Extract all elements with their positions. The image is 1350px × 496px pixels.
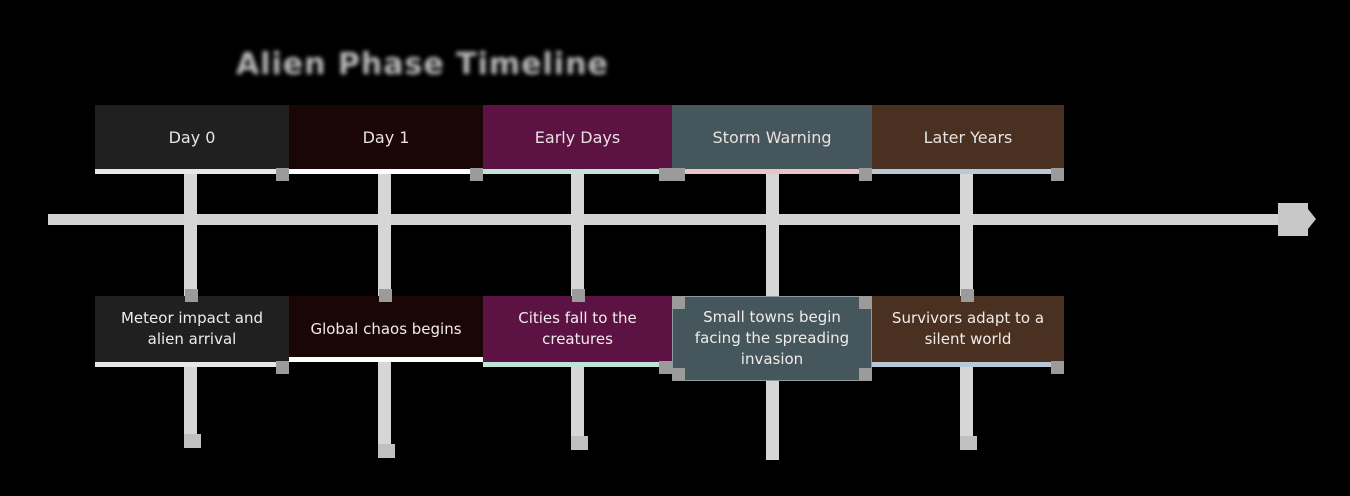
period-underline [289, 169, 483, 174]
connector-endpoint [571, 436, 588, 450]
event-label: Cities fall to the creatures [518, 309, 637, 348]
event-underline [95, 362, 289, 367]
timeline-arrow-icon [1278, 203, 1316, 236]
event-underline [872, 362, 1064, 367]
period-corner-marker [276, 168, 289, 181]
timeline-axis [48, 214, 1296, 225]
event-corner-marker [672, 368, 685, 381]
period-box-early-days[interactable]: Early Days [483, 105, 672, 169]
period-label: Early Days [534, 127, 621, 147]
event-corner-marker [1051, 361, 1064, 374]
event-label: Survivors adapt to a silent world [891, 309, 1045, 348]
period-underline [672, 169, 872, 174]
period-box-storm-warning[interactable]: Storm Warning [672, 105, 872, 169]
period-underline [872, 169, 1064, 174]
event-corner-marker [659, 361, 672, 374]
event-corner-marker [859, 368, 872, 381]
event-label: Meteor impact and alien arrival [120, 309, 263, 348]
connector-endpoint [960, 436, 977, 450]
period-box-day-0[interactable]: Day 0 [95, 105, 289, 169]
period-corner-marker [659, 168, 672, 181]
event-corner-marker [185, 289, 198, 302]
period-box-later-years[interactable]: Later Years [872, 105, 1064, 169]
event-corner-marker [572, 289, 585, 302]
event-corner-marker [672, 296, 685, 309]
event-underline [483, 362, 672, 367]
period-box-day-1[interactable]: Day 1 [289, 105, 483, 169]
connector-endpoint [378, 444, 395, 458]
period-corner-marker [672, 168, 685, 181]
event-box-day-0[interactable]: Meteor impact and alien arrival [95, 296, 289, 362]
event-corner-marker [961, 289, 974, 302]
event-corner-marker [379, 289, 392, 302]
period-corner-marker [859, 168, 872, 181]
period-label: Day 0 [168, 127, 216, 147]
event-box-early-days[interactable]: Cities fall to the creatures [483, 296, 672, 362]
period-underline [483, 169, 672, 174]
connector-endpoint [184, 434, 201, 448]
page-title: Alien Phase Timeline [236, 47, 609, 82]
period-label: Storm Warning [712, 127, 832, 147]
event-box-day-1[interactable]: Global chaos begins [289, 296, 483, 362]
period-underline [95, 169, 289, 174]
period-corner-marker [1051, 168, 1064, 181]
event-corner-marker [859, 296, 872, 309]
event-corner-marker [276, 361, 289, 374]
event-underline [289, 357, 483, 362]
event-box-storm-warning[interactable]: Small towns begin facing the spreading i… [672, 296, 872, 381]
event-label: Global chaos begins [310, 319, 462, 338]
period-label: Later Years [923, 127, 1013, 147]
event-label: Small towns begin facing the spreading i… [694, 308, 850, 368]
event-box-later-years[interactable]: Survivors adapt to a silent world [872, 296, 1064, 362]
period-corner-marker [470, 168, 483, 181]
period-label: Day 1 [362, 127, 410, 147]
